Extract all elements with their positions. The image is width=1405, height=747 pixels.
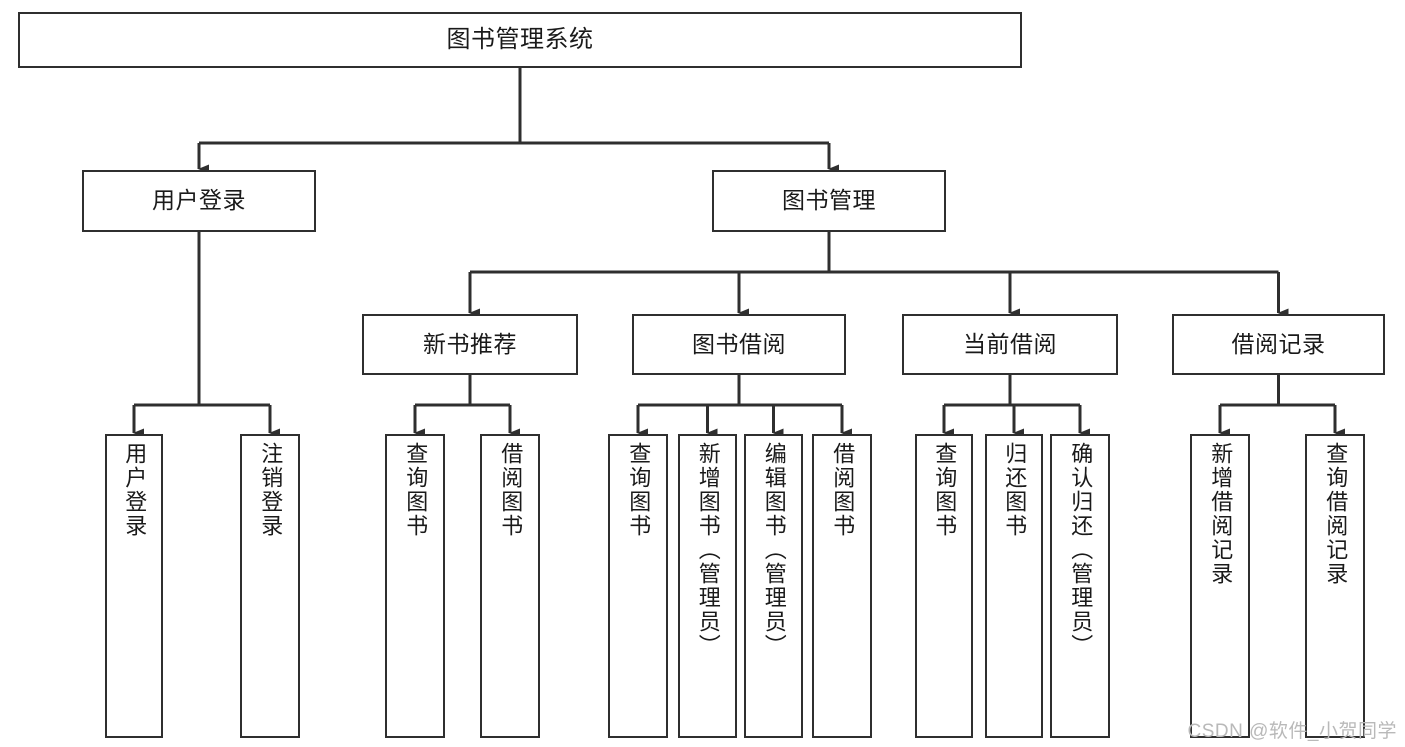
tree-edges [132, 68, 1345, 438]
node-label: 借阅图书 [498, 442, 524, 538]
node-label: 确认归还（管理员） [1068, 442, 1094, 658]
node-leaf-user-logout[interactable]: 注销登录 [240, 434, 300, 738]
node-leaf-cur-confirm[interactable]: 确认归还（管理员） [1050, 434, 1110, 738]
node-label: 图书管理 [782, 187, 876, 214]
node-label: 借阅图书 [830, 442, 856, 538]
node-label: 借阅记录 [1231, 330, 1326, 357]
node-label: 图书借阅 [692, 330, 786, 357]
node-leaf-cur-return[interactable]: 归还图书 [985, 434, 1043, 738]
node-label: 图书管理系统 [446, 25, 594, 53]
node-root[interactable]: 图书管理系统 [18, 12, 1022, 68]
node-leaf-rec-search[interactable]: 查询借阅记录 [1305, 434, 1365, 738]
node-leaf-cur-query[interactable]: 查询图书 [915, 434, 973, 738]
node-book-manage[interactable]: 图书管理 [712, 170, 946, 232]
node-borrow-record[interactable]: 借阅记录 [1172, 314, 1385, 375]
node-label: 注销登录 [258, 442, 284, 538]
node-leaf-rec-borrow[interactable]: 借阅图书 [480, 434, 540, 738]
node-label: 新增借阅记录 [1208, 442, 1234, 586]
node-label: 新增图书（管理员） [695, 442, 721, 658]
node-label: 归还图书 [1002, 442, 1028, 538]
node-label: 用户登录 [152, 187, 246, 214]
node-leaf-borrow-add[interactable]: 新增图书（管理员） [678, 434, 737, 738]
node-label: 用户登录 [122, 442, 148, 538]
node-leaf-user-login[interactable]: 用户登录 [105, 434, 163, 738]
node-book-borrow[interactable]: 图书借阅 [632, 314, 846, 375]
node-new-book-rec[interactable]: 新书推荐 [362, 314, 578, 375]
node-leaf-borrow-lend[interactable]: 借阅图书 [812, 434, 872, 738]
node-leaf-borrow-query[interactable]: 查询图书 [608, 434, 668, 738]
node-label: 查询借阅记录 [1323, 442, 1349, 586]
node-leaf-rec-add[interactable]: 新增借阅记录 [1190, 434, 1250, 738]
node-user-login[interactable]: 用户登录 [82, 170, 316, 232]
node-label: 当前借阅 [963, 330, 1057, 357]
node-label: 查询图书 [626, 442, 652, 538]
node-leaf-rec-query[interactable]: 查询图书 [385, 434, 445, 738]
node-leaf-borrow-edit[interactable]: 编辑图书（管理员） [744, 434, 803, 738]
node-current-borrow[interactable]: 当前借阅 [902, 314, 1118, 375]
node-label: 编辑图书（管理员） [761, 442, 787, 658]
node-label: 新书推荐 [423, 330, 517, 357]
node-label: 查询图书 [932, 442, 958, 538]
node-label: 查询图书 [403, 442, 429, 538]
